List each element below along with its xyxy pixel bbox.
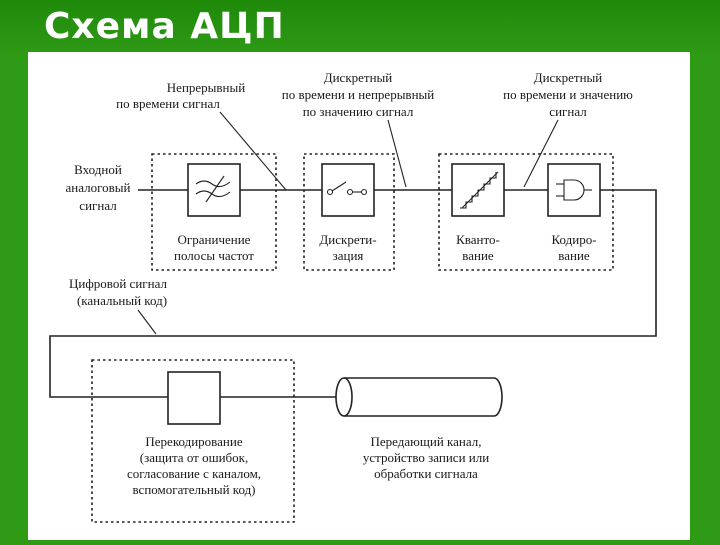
caption-band-limit-1: Ограничение	[178, 232, 251, 247]
recoding-block	[167, 371, 221, 425]
label-cont-time-1: Непрерывный	[167, 80, 245, 95]
group-sampling	[303, 153, 395, 271]
caption-sampling-1: Дискрети-	[319, 232, 376, 247]
channel-cylinder	[344, 377, 503, 417]
label-input-1: Входной	[74, 162, 122, 177]
caption-quant-1: Кванто-	[456, 232, 500, 247]
caption-recoding-1: Перекодирование	[145, 434, 242, 449]
caption-recoding-3: согласование с каналом,	[127, 466, 261, 481]
label-digital-2: (канальный код)	[77, 293, 167, 308]
switch-icon-lever	[331, 181, 347, 192]
slide-title: Схема АЦП	[44, 6, 285, 47]
leader-disc-disc	[523, 119, 559, 188]
caption-coding-2: вание	[558, 248, 590, 263]
filter-icon-slash	[205, 175, 225, 203]
label-disc-disc-2: по времени и значению	[503, 87, 633, 102]
filter-icon	[195, 180, 231, 188]
caption-coding-1: Кодиро-	[551, 232, 596, 247]
group-quant-coding	[438, 153, 614, 271]
caption-sampling-2: зация	[333, 248, 364, 263]
label-disc-disc-3: сигнал	[549, 104, 587, 119]
staircase-icon-diag	[461, 171, 499, 209]
title-bar	[0, 0, 720, 56]
coder-block	[547, 163, 601, 217]
caption-channel-1: Передающий канал,	[371, 434, 482, 449]
label-disc-cont-2: по времени и непрерывный	[282, 87, 435, 102]
label-digital-1: Цифровой сигнал	[69, 276, 167, 291]
leader-digital	[137, 309, 157, 335]
label-input-2: аналоговый	[66, 180, 131, 195]
label-cont-time-2: по времени сигнал	[116, 96, 220, 111]
diagram-panel: Непрерывный по времени сигнал Дискретный…	[28, 52, 690, 540]
label-disc-cont-3: по значению сигнал	[303, 104, 414, 119]
logic-gate-icon	[563, 179, 585, 201]
staircase-icon	[460, 172, 497, 209]
caption-recoding-4: вспомогательный код)	[132, 482, 255, 497]
switch-icon-contact-2	[360, 188, 368, 196]
caption-channel-3: обработки сигнала	[374, 466, 478, 481]
group-band-limit	[151, 153, 277, 271]
leader-disc-cont	[387, 119, 407, 188]
caption-band-limit-2: полосы частот	[174, 248, 254, 263]
switch-icon-contact	[346, 188, 354, 196]
group-recoding	[91, 359, 295, 523]
leader-cont-time	[219, 111, 287, 191]
adc-diagram: Непрерывный по времени сигнал Дискретный…	[49, 70, 657, 523]
caption-quant-2: вание	[462, 248, 494, 263]
label-disc-disc-1: Дискретный	[534, 70, 603, 85]
label-disc-cont-1: Дискретный	[324, 70, 393, 85]
caption-recoding-2: (защита от ошибок,	[140, 450, 248, 465]
caption-channel-2: устройство записи или	[363, 450, 489, 465]
switch-icon	[326, 188, 334, 196]
channel-cylinder-end	[335, 377, 353, 417]
signal-line-return	[49, 189, 657, 398]
label-input-3: сигнал	[79, 198, 117, 213]
